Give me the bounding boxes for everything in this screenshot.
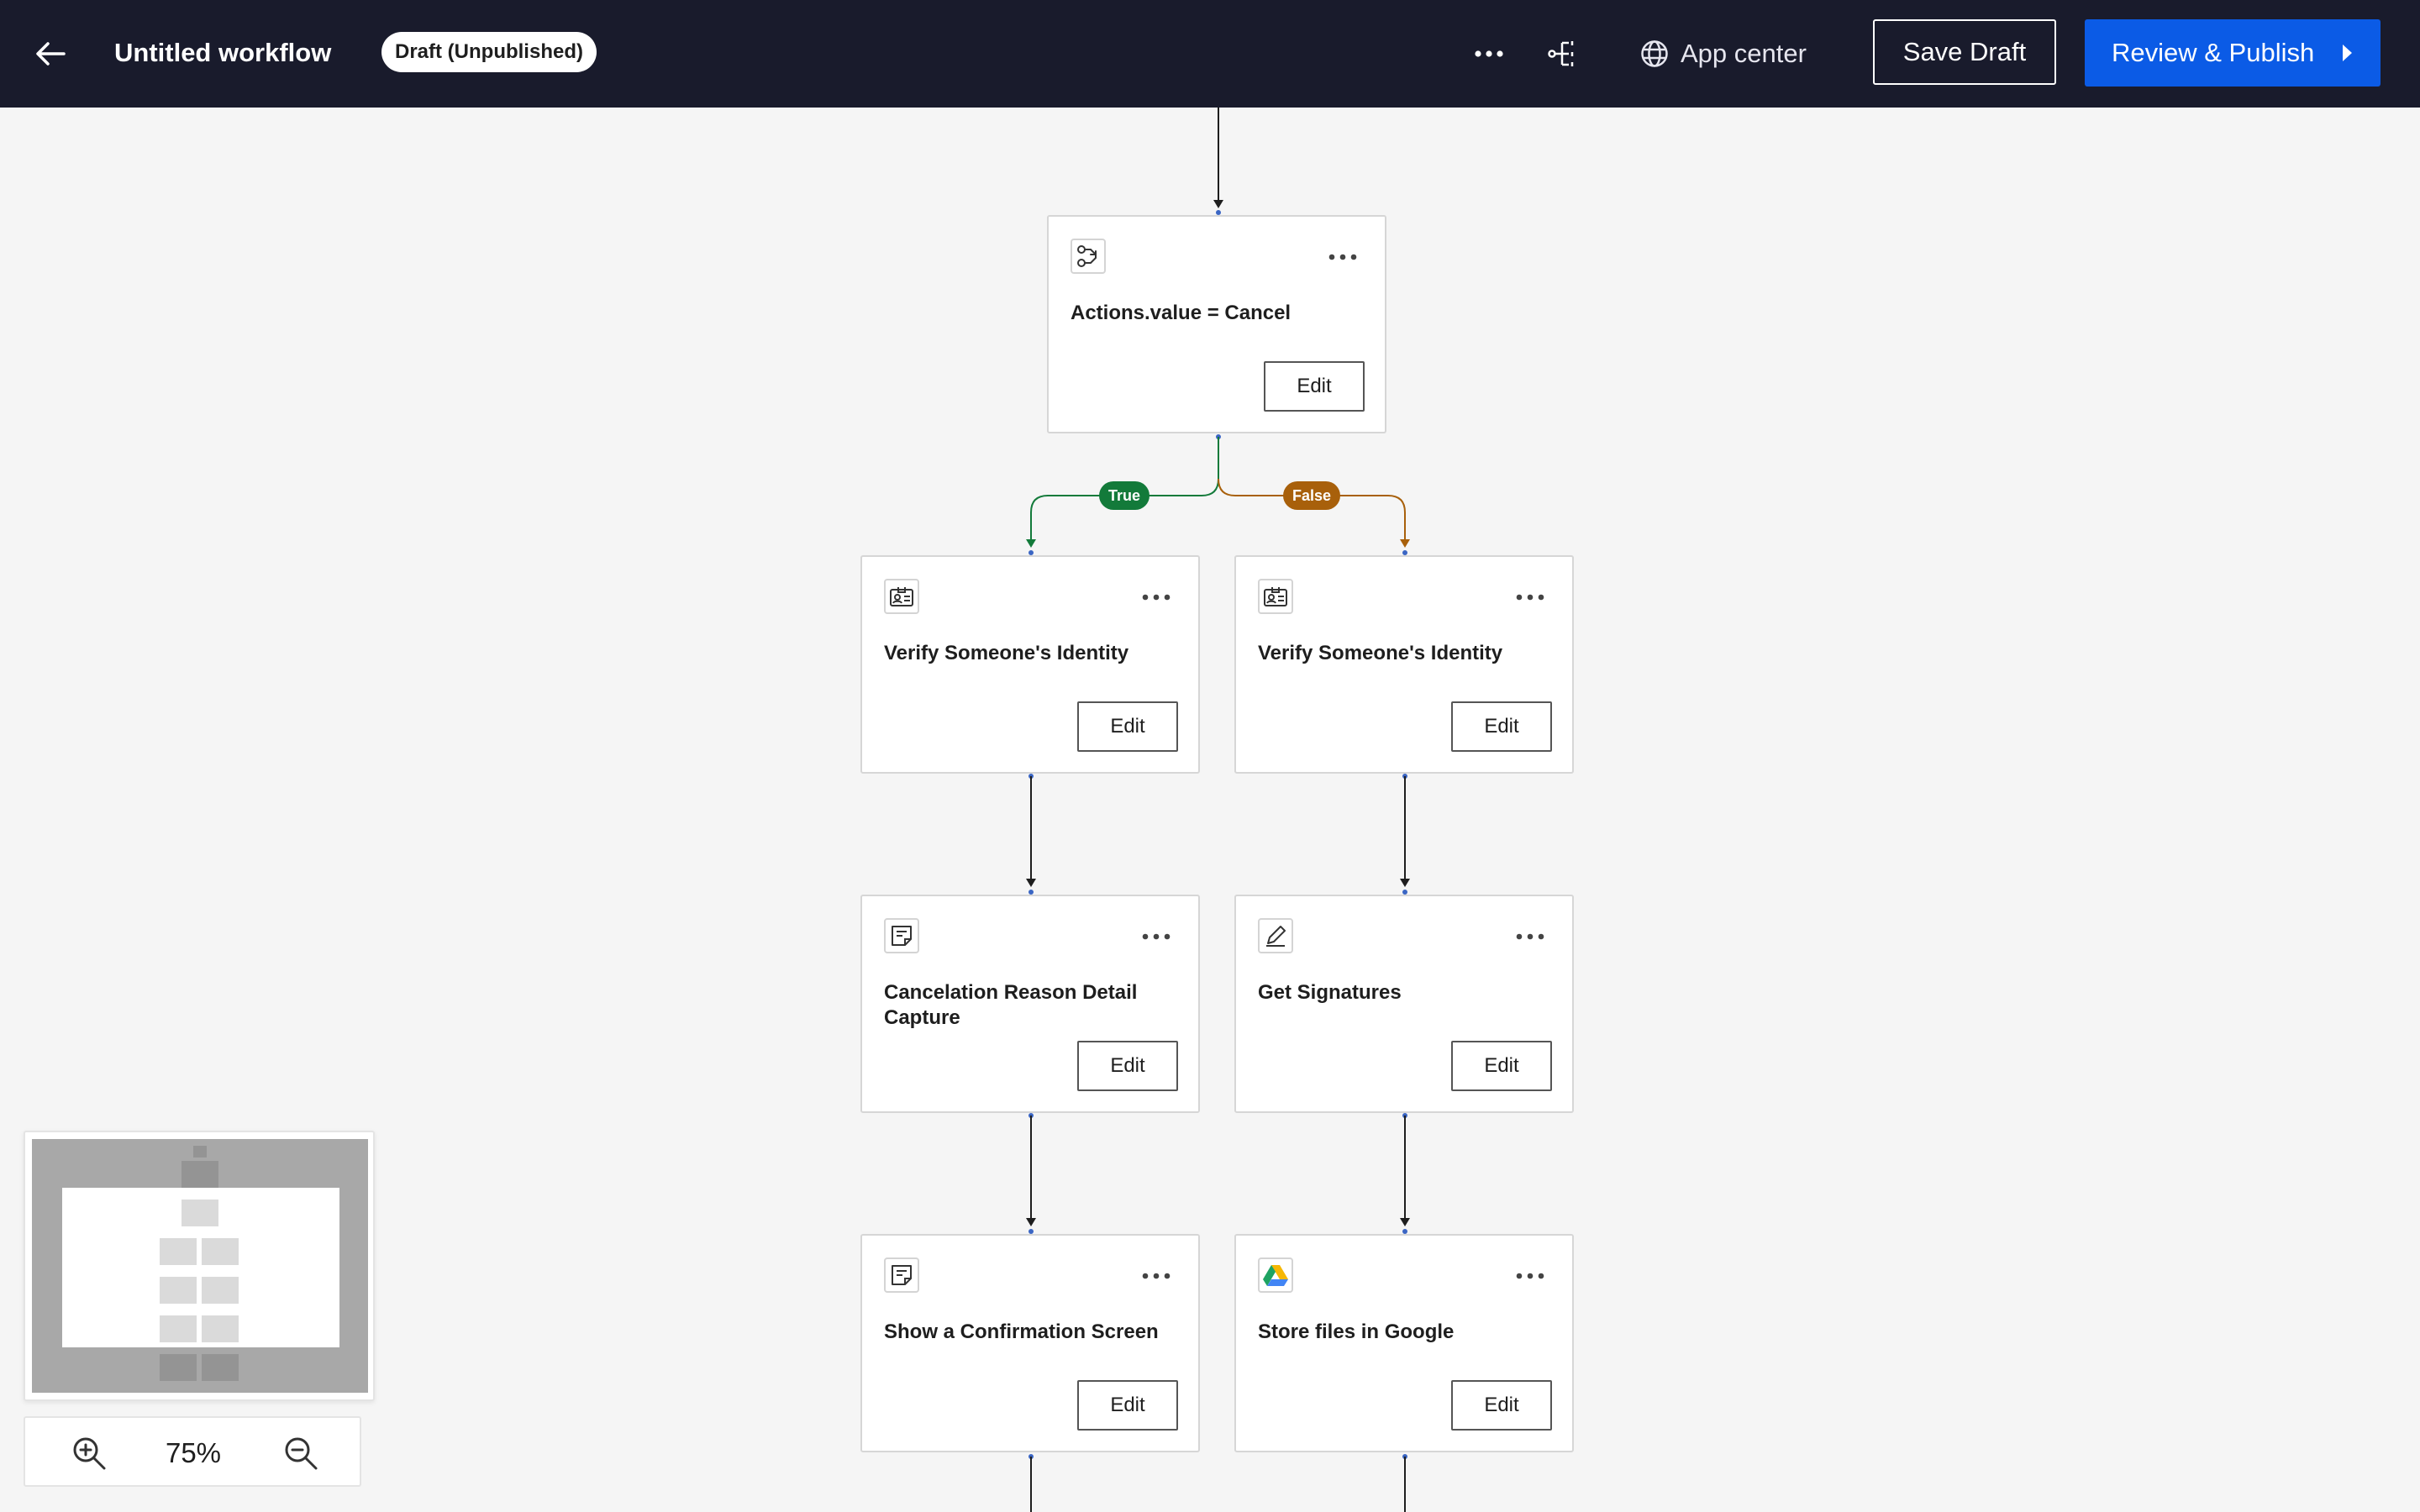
connector-lines — [1026, 108, 1410, 1512]
top-bar: Untitled workflow Draft (Unpublished) Ap… — [0, 0, 2420, 108]
id-card-icon — [884, 579, 919, 614]
minimap-node — [182, 1200, 218, 1226]
zoom-in-icon — [73, 1437, 106, 1470]
node-menu-button[interactable] — [1139, 1268, 1173, 1284]
zoom-level: 75% — [165, 1437, 222, 1468]
node-title: Show a Confirmation Screen — [884, 1320, 1159, 1343]
minimap-node — [193, 1146, 207, 1158]
ellipsis-icon — [1516, 594, 1544, 601]
edit-button[interactable]: Edit — [1077, 1380, 1178, 1431]
step-card[interactable]: Cancelation Reason Detail Capture Edit — [860, 895, 1200, 1113]
step-card[interactable]: Verify Someone's Identity Edit — [860, 555, 1200, 774]
step-card[interactable]: Show a Confirmation Screen Edit — [860, 1234, 1200, 1452]
minimap-node — [202, 1315, 239, 1342]
minimap[interactable] — [24, 1131, 375, 1401]
workflow-title[interactable]: Untitled workflow — [114, 38, 332, 67]
false-branch-label: False — [1283, 481, 1340, 510]
arrow-head — [1026, 539, 1036, 548]
review-publish-button[interactable]: Review & Publish — [2085, 19, 2381, 87]
form-icon — [884, 1257, 919, 1293]
edit-button[interactable]: Edit — [1451, 701, 1552, 752]
ellipsis-icon — [1142, 1273, 1171, 1279]
ellipsis-icon — [1328, 254, 1357, 260]
workflow-tree-button[interactable] — [1543, 34, 1583, 74]
edit-button[interactable]: Edit — [1451, 1380, 1552, 1431]
zoom-controls: 75% — [24, 1416, 361, 1487]
node-menu-button[interactable] — [1513, 589, 1547, 606]
connector-dot — [1402, 1229, 1407, 1234]
tree-structure-icon — [1548, 41, 1574, 66]
node-title: Get Signatures — [1258, 981, 1402, 1004]
node-menu-button[interactable] — [1513, 1268, 1547, 1284]
branch-condition-icon — [1071, 239, 1106, 274]
minimap-node — [160, 1277, 197, 1304]
step-card[interactable]: Store files in Google Edit — [1234, 1234, 1574, 1452]
form-icon — [884, 918, 919, 953]
arrow-head — [1213, 200, 1223, 208]
ellipsis-icon — [1516, 933, 1544, 940]
connector-dot — [1402, 550, 1407, 555]
workflow-canvas[interactable]: True False Actions.value = Cancel Edit — [0, 108, 2420, 1512]
arrow-head — [1026, 1218, 1036, 1226]
more-options-button[interactable] — [1469, 34, 1509, 74]
edit-button[interactable]: Edit — [1077, 701, 1178, 752]
true-branch-label: True — [1099, 481, 1150, 510]
minimap-node — [202, 1238, 239, 1265]
ellipsis-icon — [1475, 50, 1503, 57]
minimap-area[interactable] — [32, 1139, 368, 1393]
connector-dot — [1028, 1229, 1034, 1234]
app-center-button[interactable]: App center — [1640, 34, 1807, 74]
zoom-in-button[interactable] — [69, 1433, 109, 1473]
node-title: Store files in Google — [1258, 1320, 1455, 1343]
ellipsis-icon — [1142, 594, 1171, 601]
condition-node-card[interactable]: Actions.value = Cancel Edit — [1047, 215, 1386, 433]
edit-button[interactable]: Edit — [1077, 1041, 1178, 1091]
minimap-node — [202, 1354, 239, 1381]
arrow-left-icon — [36, 42, 66, 66]
ellipsis-icon — [1142, 933, 1171, 940]
minimap-node — [160, 1354, 197, 1381]
arrow-head — [1026, 879, 1036, 887]
node-menu-button[interactable] — [1513, 928, 1547, 945]
minimap-node — [202, 1277, 239, 1304]
status-badge: Draft (Unpublished) — [381, 32, 597, 72]
connector-dot — [1216, 210, 1221, 215]
connector-dot — [1028, 890, 1034, 895]
node-menu-button[interactable] — [1139, 928, 1173, 945]
globe-icon — [1641, 40, 1668, 67]
connector-dot — [1402, 890, 1407, 895]
arrow-head — [1400, 879, 1410, 887]
arrow-head — [1400, 539, 1410, 548]
minimap-node — [182, 1161, 218, 1188]
node-menu-button[interactable] — [1139, 589, 1173, 606]
back-button[interactable] — [30, 34, 71, 74]
node-title: Actions.value = Cancel — [1071, 302, 1292, 324]
id-card-icon — [1258, 579, 1293, 614]
pen-icon — [1258, 918, 1293, 953]
zoom-out-button[interactable] — [281, 1433, 321, 1473]
connector-dot — [1028, 550, 1034, 555]
edit-button[interactable]: Edit — [1264, 361, 1365, 412]
google-drive-icon — [1258, 1257, 1293, 1293]
node-title: Cancelation Reason Detail Capture — [884, 981, 1138, 1029]
node-title: Verify Someone's Identity — [1258, 642, 1503, 664]
review-publish-label: Review & Publish — [2112, 38, 2315, 67]
minimap-node — [160, 1238, 197, 1265]
app-center-label: App center — [1681, 39, 1807, 68]
step-card[interactable]: Get Signatures Edit — [1234, 895, 1574, 1113]
minimap-node — [160, 1315, 197, 1342]
arrow-head — [1400, 1218, 1410, 1226]
edit-button[interactable]: Edit — [1451, 1041, 1552, 1091]
zoom-out-icon — [285, 1437, 318, 1470]
step-card[interactable]: Verify Someone's Identity Edit — [1234, 555, 1574, 774]
save-draft-button[interactable]: Save Draft — [1873, 19, 2056, 85]
caret-right-icon — [2343, 45, 2352, 61]
connector-line — [1218, 478, 1406, 539]
ellipsis-icon — [1516, 1273, 1544, 1279]
node-title: Verify Someone's Identity — [884, 642, 1129, 664]
node-menu-button[interactable] — [1326, 249, 1360, 265]
